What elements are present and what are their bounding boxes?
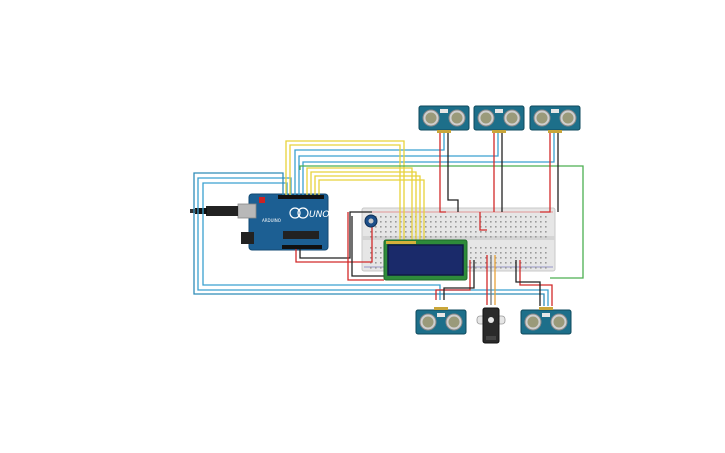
- digital-header: [278, 195, 324, 199]
- ultrasonic-sensor[interactable]: [415, 307, 467, 335]
- ultrasonic-sensor[interactable]: [418, 105, 470, 133]
- ultrasonic-sensor[interactable]: [520, 307, 572, 335]
- usb-port: [237, 203, 257, 219]
- lcd-pins: [386, 241, 416, 244]
- usb-cable: [190, 206, 238, 216]
- potentiometer[interactable]: [364, 214, 378, 228]
- lcd-screen: [387, 244, 464, 276]
- wires: [193, 132, 584, 306]
- arduino-logo-icon: [289, 207, 301, 219]
- lcd-display: [383, 239, 468, 281]
- svg-text:ARDUINO: ARDUINO: [262, 218, 281, 223]
- analog-header: [282, 245, 322, 249]
- board-label: UNO: [309, 210, 329, 220]
- microcontroller-chip: [283, 231, 319, 239]
- ultrasonic-sensors: [415, 105, 581, 335]
- ultrasonic-sensor[interactable]: [473, 105, 525, 133]
- arduino-uno[interactable]: UNO ARDUINO: [237, 193, 329, 251]
- ultrasonic-sensor[interactable]: [529, 105, 581, 133]
- reset-button[interactable]: [259, 197, 265, 203]
- power-jack: [241, 232, 254, 244]
- servo-motor[interactable]: [476, 307, 506, 344]
